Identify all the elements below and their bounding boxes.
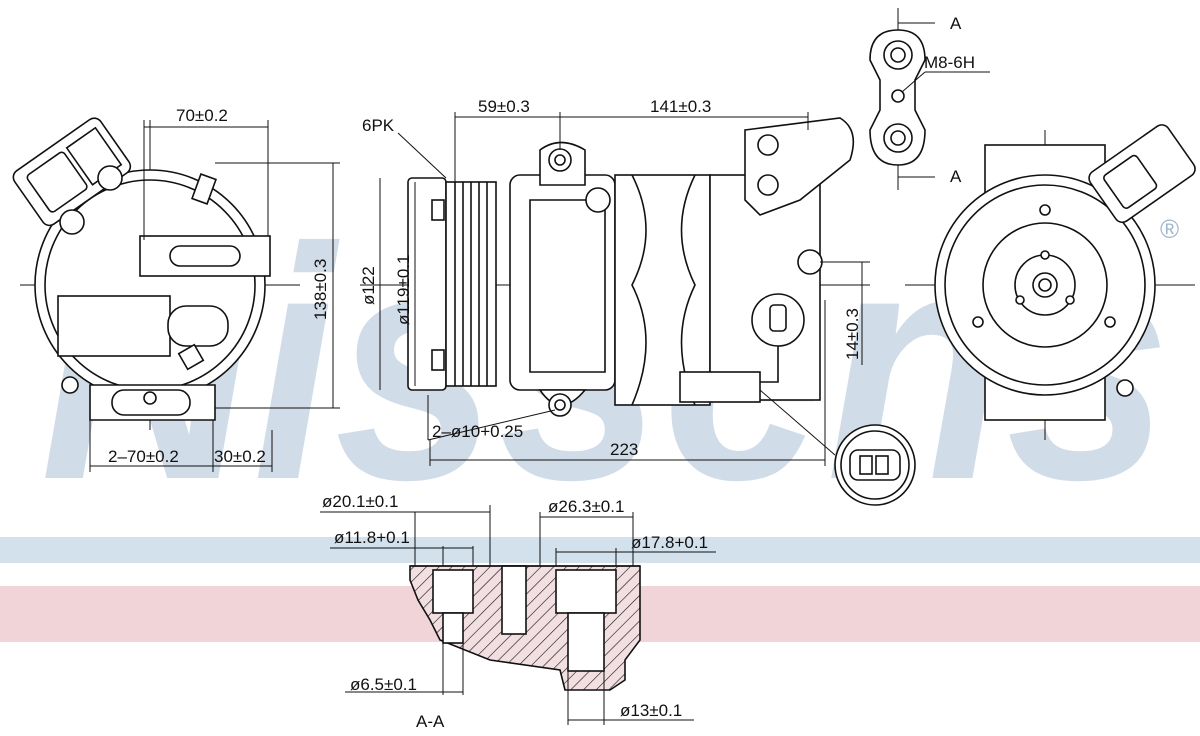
- flange-detail: A A M8-6H: [869, 8, 990, 190]
- thread-label: M8-6H: [924, 53, 975, 72]
- dim-len-59: 59±0.3: [478, 97, 530, 116]
- sec-dim-d20: ø20.1±0.1: [322, 492, 398, 511]
- left-view: 70±0.2 138±0.3 2–70±0.2 30±0.2: [12, 106, 340, 472]
- registered-mark: ®: [1160, 214, 1179, 244]
- dim-height-138: 138±0.3: [311, 259, 330, 320]
- sec-dim-d6: ø6.5±0.1: [350, 675, 417, 694]
- pulley-dia-inner: ø119±0.1: [394, 255, 413, 325]
- section-aa: ø20.1±0.1 ø11.8+0.1 ø26.3±0.1 ø17.8+0.1 …: [320, 492, 716, 731]
- dim-holes-10: 2–ø10+0.25: [432, 422, 523, 441]
- sec-dim-d11: ø11.8+0.1: [334, 528, 410, 547]
- pulley-grooves-label: 6PK: [362, 116, 395, 135]
- dim-len-141: 141±0.3: [650, 97, 711, 116]
- sec-dim-d13: ø13±0.1: [620, 701, 682, 720]
- blue-band: [0, 537, 1200, 563]
- pulley-dia-outer: ø122: [359, 266, 378, 305]
- section-title: A-A: [416, 712, 445, 731]
- dim-overall-223: 223: [610, 440, 638, 459]
- section-mark-top: A: [950, 14, 962, 33]
- sec-dim-d26: ø26.3±0.1: [548, 497, 624, 516]
- dim-width-70: 70±0.2: [176, 106, 228, 125]
- section-mark-bottom: A: [950, 167, 962, 186]
- dim-mount-holes: 2–70±0.2: [108, 447, 179, 466]
- dim-offset-14: 14±0.3: [843, 308, 862, 360]
- right-view: [905, 124, 1196, 440]
- sec-dim-d17: ø17.8+0.1: [631, 533, 708, 552]
- center-view: 6PK ø122 ø119±0.1 59±0.3 141±0.3 2–ø10+0…: [359, 97, 916, 506]
- dim-mount-30: 30±0.2: [214, 447, 266, 466]
